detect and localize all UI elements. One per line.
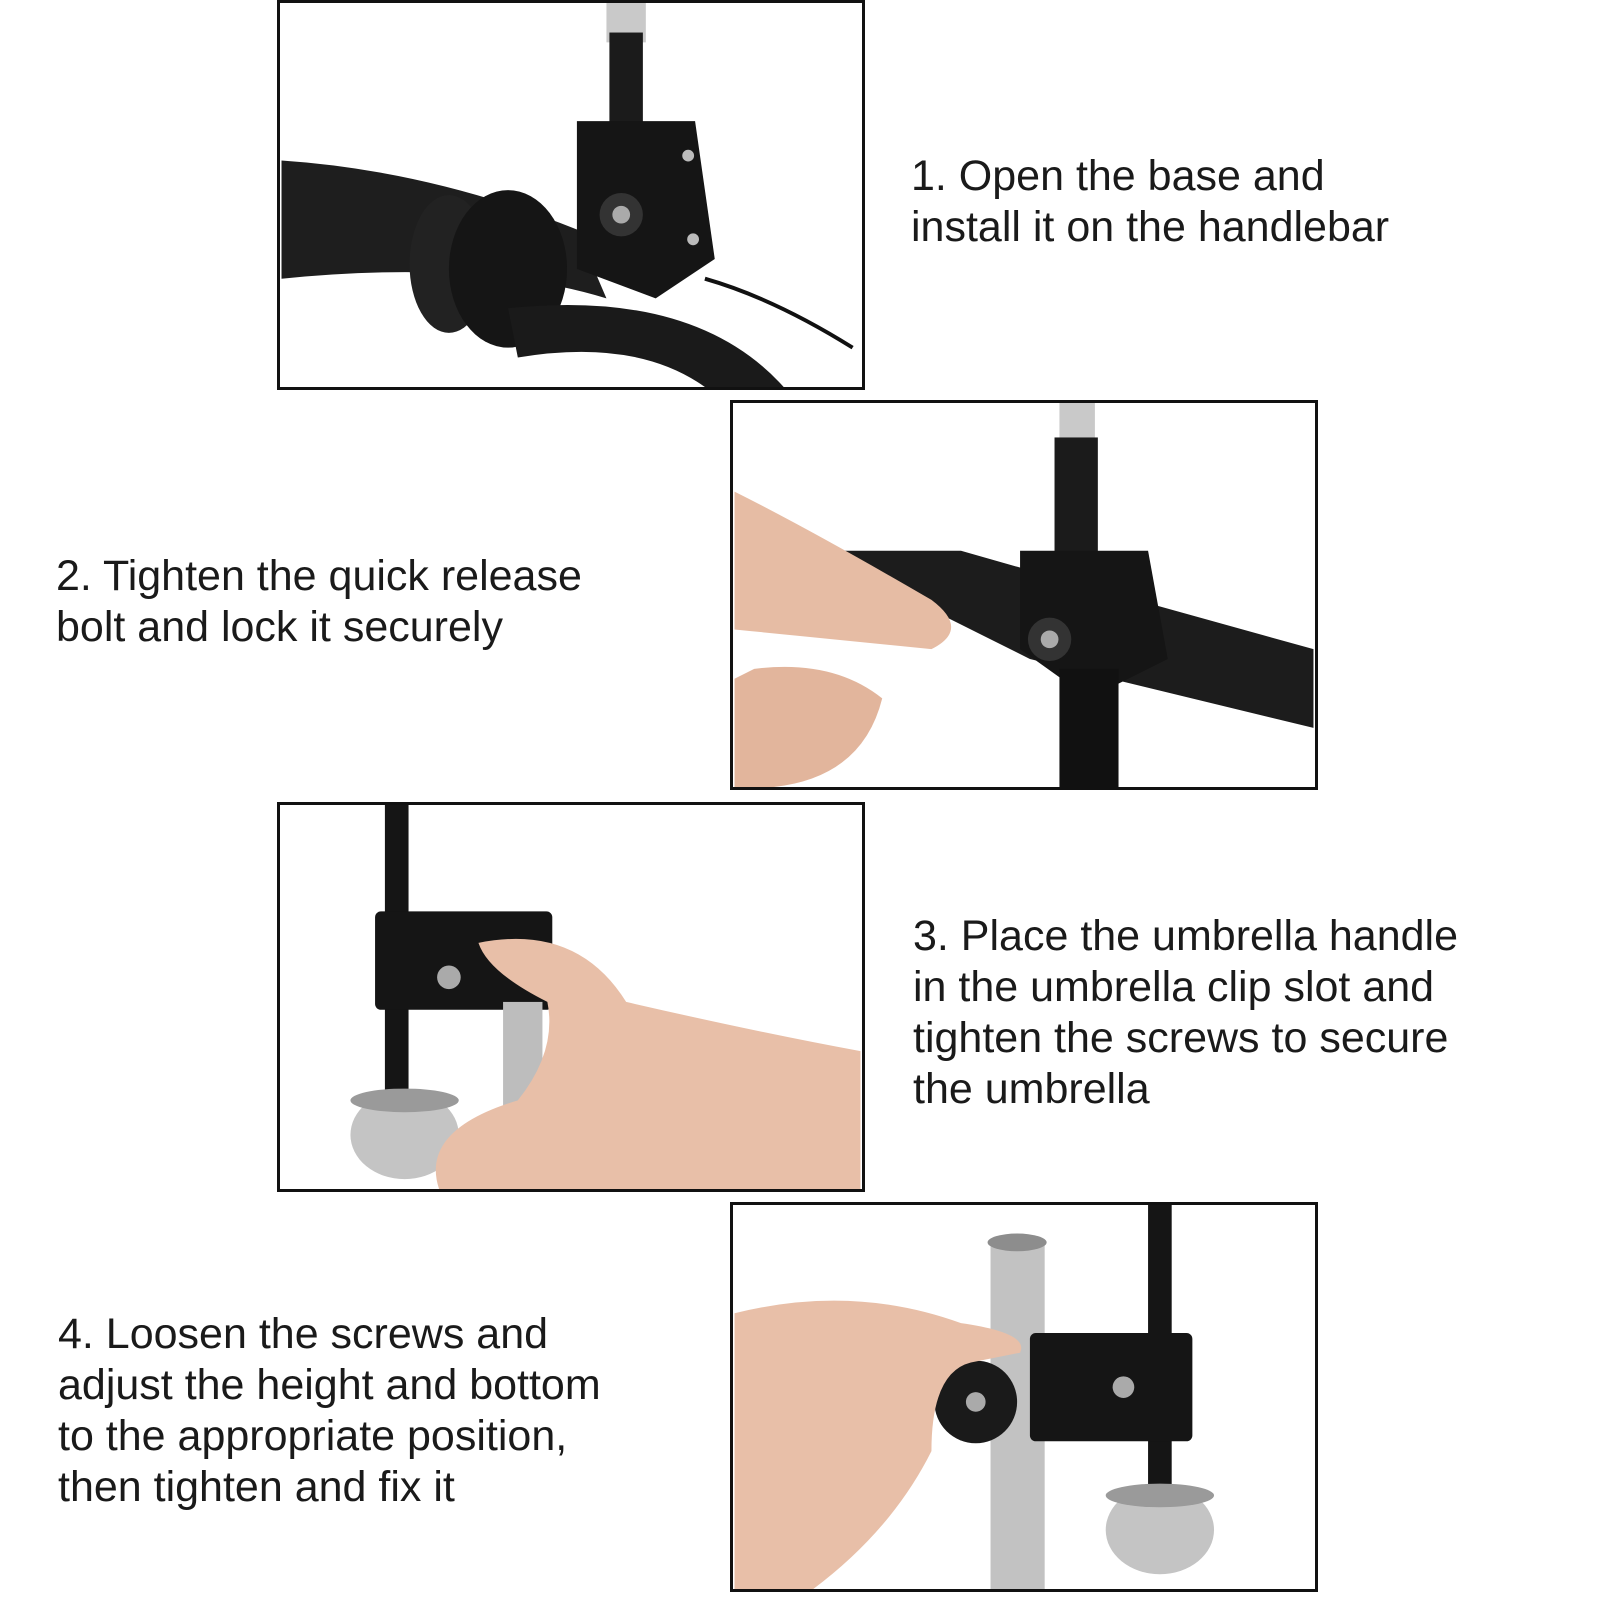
step-1-instruction: 1. Open the base and install it on the h… (911, 151, 1389, 253)
umbrella-clip-image (350, 805, 861, 1189)
step-4-instruction: 4. Loosen the screws and adjust the heig… (58, 1309, 601, 1513)
step-3-line: in the umbrella clip slot and (913, 963, 1435, 1011)
height-adjust-image (734, 1205, 1215, 1589)
step-3-instruction: 3. Place the umbrella handle in the umbr… (913, 911, 1458, 1115)
quick-release-bolt-image (734, 403, 1314, 787)
step-4-photo (730, 1202, 1318, 1592)
step-3-line: tighten the screws to secure (913, 1014, 1449, 1062)
step-2-line: 2. Tighten the quick release (56, 552, 582, 600)
step-1-line: install it on the handlebar (911, 203, 1390, 251)
step-4-line: to the appropriate position, (58, 1412, 568, 1460)
step-1-photo (277, 0, 865, 390)
step-4-line: adjust the height and bottom (58, 1361, 601, 1409)
step-2-photo (730, 400, 1318, 790)
step-1-line: 1. Open the base and (911, 152, 1325, 200)
step-2-instruction: 2. Tighten the quick release bolt and lo… (56, 551, 582, 653)
step-4-line: then tighten and fix it (58, 1463, 455, 1511)
step-3-line: 3. Place the umbrella handle (913, 912, 1459, 960)
step-4-line: 4. Loosen the screws and (58, 1310, 549, 1358)
step-3-photo (277, 802, 865, 1192)
handlebar-clamp-image (281, 3, 854, 387)
step-3-line: the umbrella (913, 1065, 1150, 1113)
step-2-line: bolt and lock it securely (56, 603, 503, 651)
